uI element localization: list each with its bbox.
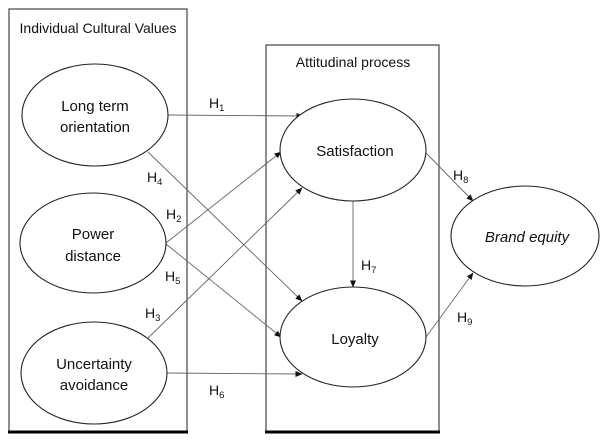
node-uncertainty-avoidance: Uncertainty avoidance xyxy=(20,321,168,425)
node-brand-equity: Brand equity xyxy=(450,185,600,287)
node-label-line-2: orientation xyxy=(60,119,130,136)
hypothesis-label-h7: H7 xyxy=(361,257,376,276)
node-ellipse xyxy=(19,192,167,294)
hypothesis-label-h1: H1 xyxy=(209,95,224,114)
hypothesis-label-h5: H5 xyxy=(165,268,180,287)
edge-h6-ua-to-loyalty xyxy=(166,370,303,377)
node-ellipse xyxy=(450,185,600,287)
node-ellipse xyxy=(21,63,169,167)
node-label-line-1: Uncertainty xyxy=(56,356,132,373)
hypothesis-label-h4: H4 xyxy=(147,169,162,188)
hypothesis-label-h3: H3 xyxy=(145,305,160,324)
edge-h5-pd-to-loyalty xyxy=(165,243,282,338)
edges xyxy=(146,112,474,377)
node-label: Loyalty xyxy=(331,331,379,348)
edge-h4-lto-to-loyalty xyxy=(147,151,303,302)
node-label-line-2: avoidance xyxy=(60,377,128,394)
edge-h9-loyalty-to-brand-equity xyxy=(425,272,474,338)
hypothesis-labels: H1 H2 H3 H4 H5 H6 H7 H8 H9 xyxy=(145,95,472,401)
hypothesis-label-h6: H6 xyxy=(209,382,224,401)
edge-h2-pd-to-satisfaction xyxy=(165,151,282,244)
hypothesis-label-h2: H2 xyxy=(166,206,181,225)
node-label-line-1: Power xyxy=(72,226,115,243)
node-label-line-2: distance xyxy=(65,248,121,265)
node-label: Brand equity xyxy=(485,229,571,246)
node-ellipse xyxy=(20,321,168,425)
hypothesis-label-h9: H9 xyxy=(457,309,472,328)
node-power-distance: Power distance xyxy=(19,192,167,294)
node-label: Satisfaction xyxy=(316,143,394,160)
node-satisfaction: Satisfaction xyxy=(279,98,427,202)
group-title: Attitudinal process xyxy=(296,54,410,70)
node-long-term-orientation: Long term orientation xyxy=(21,63,169,167)
node-ellipse xyxy=(279,286,427,388)
node-ellipse xyxy=(279,98,427,202)
group-title: Individual Cultural Values xyxy=(20,20,177,36)
edge-h3-ua-to-satisfaction xyxy=(146,187,303,340)
hypothesis-label-h8: H8 xyxy=(453,167,468,186)
edge-h1-lto-to-satisfaction xyxy=(167,112,304,119)
edge-h8-satisfaction-to-brand-equity xyxy=(425,152,474,202)
node-label-line-1: Long term xyxy=(61,98,129,115)
node-loyalty: Loyalty xyxy=(279,286,427,388)
